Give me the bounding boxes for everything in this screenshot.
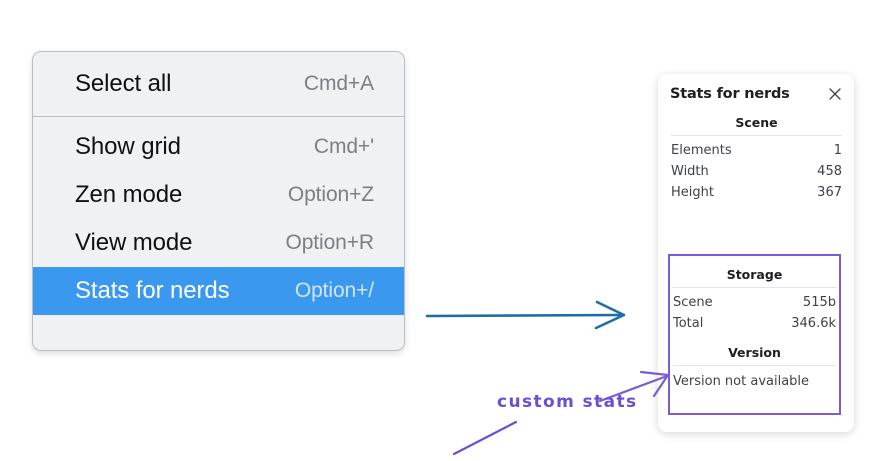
stat-label: Scene	[673, 295, 713, 310]
annotation-label: custom stats	[497, 392, 638, 412]
version-divider	[673, 365, 836, 366]
menu-item-select-all[interactable]: Select all Cmd+A	[33, 60, 404, 108]
stat-row-storage-total: Total 346.6k	[672, 313, 837, 334]
menu-item-label: Select all	[75, 70, 172, 97]
panel-title: Stats for nerds	[670, 86, 790, 102]
version-text: Version not available	[673, 374, 810, 389]
stat-label: Elements	[671, 143, 732, 158]
blue-arrow	[425, 300, 626, 330]
stat-value: 367	[817, 185, 842, 200]
purple-underline-stroke	[452, 420, 518, 456]
stat-label: Total	[673, 316, 704, 331]
custom-stats-section: Storage Scene 515b Total 346.6k Version …	[670, 256, 839, 393]
menu-item-label: Zen mode	[75, 181, 183, 208]
menu-item-shortcut: Option+/	[294, 279, 374, 302]
stat-row-storage-scene: Scene 515b	[672, 292, 837, 313]
stat-value: 346.6k	[791, 316, 836, 331]
menu-group-1: Select all Cmd+A	[33, 52, 404, 117]
stat-value: 515b	[802, 295, 836, 310]
close-icon[interactable]	[827, 86, 843, 102]
menu-item-shortcut: Cmd+A	[303, 72, 374, 95]
panel-header: Stats for nerds	[670, 86, 843, 104]
menu-item-shortcut: Cmd+'	[313, 135, 374, 158]
menu-item-label: View mode	[75, 229, 193, 256]
stat-value: 458	[817, 164, 842, 179]
menu-item-label: Show grid	[75, 133, 181, 160]
stat-row-height: Height 367	[670, 182, 843, 203]
menu-item-shortcut: Option+Z	[287, 183, 374, 206]
menu-group-2: Show grid Cmd+' Zen mode Option+Z View m…	[33, 117, 404, 321]
stat-label: Width	[671, 164, 709, 179]
scene-section-heading: Scene	[735, 115, 778, 130]
menu-item-label: Stats for nerds	[75, 277, 230, 304]
menu-item-view-mode[interactable]: View mode Option+R	[33, 219, 404, 267]
menu-item-zen-mode[interactable]: Zen mode Option+Z	[33, 171, 404, 219]
stat-label: Height	[671, 185, 714, 200]
stats-for-nerds-panel[interactable]: Stats for nerds Scene Elements 1 Width 4…	[658, 74, 854, 432]
stat-row-elements: Elements 1	[670, 140, 843, 161]
context-menu[interactable]: Select all Cmd+A Show grid Cmd+' Zen mod…	[32, 51, 405, 351]
stat-row-width: Width 458	[670, 161, 843, 182]
version-section-heading: Version	[728, 345, 781, 360]
menu-item-stats-for-nerds[interactable]: Stats for nerds Option+/	[33, 267, 404, 315]
scene-divider	[671, 135, 842, 136]
storage-divider	[673, 287, 836, 288]
menu-item-shortcut: Option+R	[285, 231, 374, 254]
panel-content: Stats for nerds Scene Elements 1 Width 4…	[658, 74, 854, 203]
storage-section-heading: Storage	[726, 267, 783, 282]
stat-value: 1	[833, 143, 842, 158]
menu-item-show-grid[interactable]: Show grid Cmd+'	[33, 123, 404, 171]
